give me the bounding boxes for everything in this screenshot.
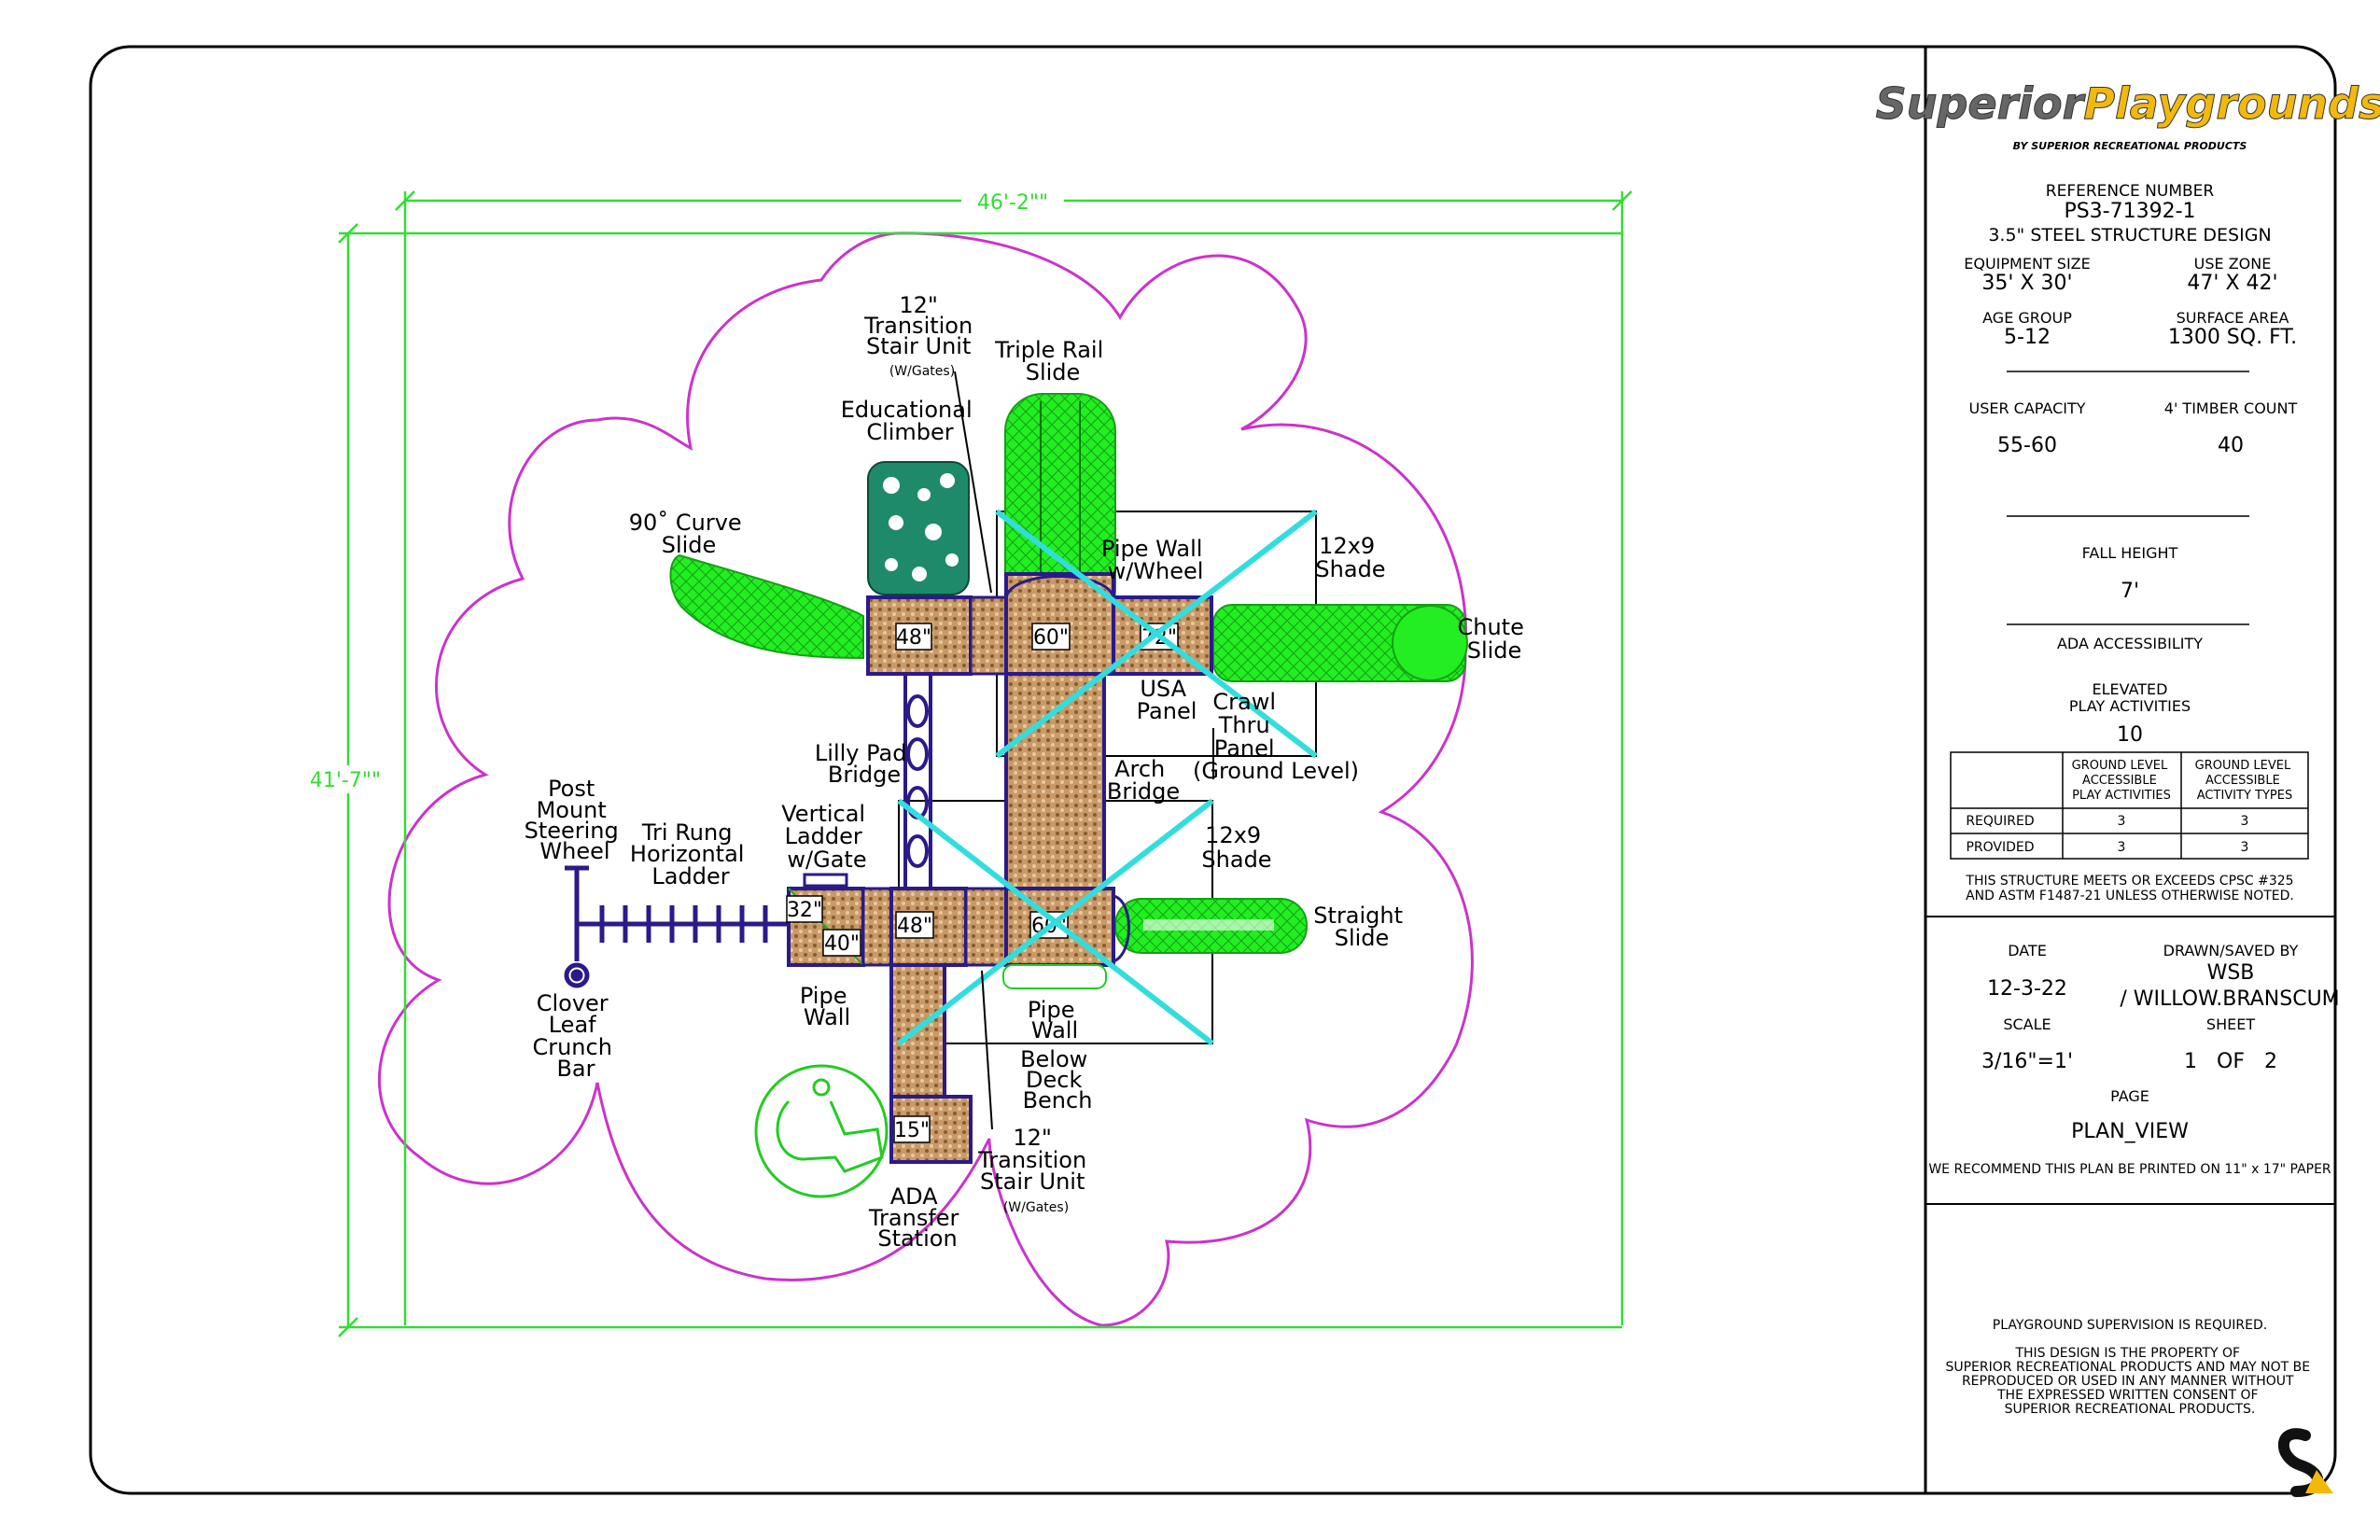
use-zone-value: 47' X 42' xyxy=(2187,272,2277,295)
age-group-label: AGE GROUP xyxy=(1982,309,2072,327)
table-row-provided-label: PROVIDED xyxy=(1966,840,2034,855)
table-row-required-v1: 3 xyxy=(2118,814,2126,829)
logo-text: SuperiorPlaygrounds xyxy=(1876,78,2380,129)
height-dimension-label: 41'-7"" xyxy=(310,769,381,792)
date-value: 12-3-22 xyxy=(1987,977,2067,1001)
cpsc-note-2: AND ASTM F1487-21 UNLESS OTHERWISE NOTED… xyxy=(1966,889,2294,903)
label-ada-transfer: ADA Transfer Station xyxy=(868,1183,966,1252)
table-col2-header: GROUND LEVEL ACCESSIBLE ACTIVITY TYPES xyxy=(2195,759,2295,803)
deck-32-label: 32" xyxy=(787,899,822,922)
scale-value: 3/16"=1' xyxy=(1981,1050,2073,1073)
deck-60-top-label: 60" xyxy=(1033,626,1069,650)
elevated-label-2: PLAY ACTIVITIES xyxy=(2069,697,2191,715)
use-zone-label: USE ZONE xyxy=(2194,255,2272,273)
date-label: DATE xyxy=(2008,942,2047,959)
straight-slide xyxy=(1114,898,1308,954)
drawn-by-label: DRAWN/SAVED BY xyxy=(2163,942,2299,959)
cpsc-note-1: THIS STRUCTURE MEETS OR EXCEEDS CPSC #32… xyxy=(1965,874,2293,889)
label-lilly-pad-bridge: Lilly Pad Bridge xyxy=(815,740,914,788)
label-shade-bottom: 12x9 Shade xyxy=(1201,822,1271,873)
table-row-provided-v1: 3 xyxy=(2118,840,2126,855)
equipment-size-value: 35' X 30' xyxy=(1981,272,2072,295)
sheet-label: SHEET xyxy=(2206,1015,2255,1033)
print-note: WE RECOMMEND THIS PLAN BE PRINTED ON 11"… xyxy=(1928,1162,2331,1177)
deck-15-label: 15" xyxy=(894,1119,930,1142)
label-usa-panel: USA Panel xyxy=(1137,676,1197,724)
deck-40-label: 40" xyxy=(824,932,860,956)
surface-area-label: SURFACE AREA xyxy=(2177,309,2289,327)
scale-label: SCALE xyxy=(2003,1015,2051,1033)
table-row-required-label: REQUIRED xyxy=(1966,814,2034,829)
table-row-required-v2: 3 xyxy=(2241,814,2249,829)
label-clover-leaf: Clover Leaf Crunch Bar xyxy=(532,990,619,1082)
label-post-mount-wheel: Post Mount Steering Wheel xyxy=(525,776,626,864)
page-value: PLAN_VIEW xyxy=(2071,1120,2189,1143)
accessibility-table xyxy=(1950,751,2309,860)
leader-lines xyxy=(954,371,1214,1130)
plan-drawing: 46'-2"" 41'-7"" xyxy=(303,187,1632,1337)
deck-48-top-label: 48" xyxy=(896,626,931,650)
educational-climber xyxy=(867,461,970,595)
label-educational-climber: Educational Climber xyxy=(841,397,980,445)
drawn-by-value-2: / WILLOW.BRANSCUM xyxy=(2120,987,2339,1011)
deck-48-bottom-label: 48" xyxy=(897,915,932,938)
sheet-border xyxy=(89,45,2337,1495)
user-capacity-value: 55-60 xyxy=(1997,434,2057,457)
reference-value: PS3-71392-1 xyxy=(2064,200,2195,223)
property-note: THIS DESIGN IS THE PROPERTY OF SUPERIOR … xyxy=(1945,1346,2314,1417)
label-pipe-wall-wheel: Pipe Wall w/Wheel xyxy=(1101,536,1210,584)
tri-rung-ladder xyxy=(577,905,789,943)
label-below-deck-bench: Below Deck Bench xyxy=(1020,1046,1095,1113)
logo-tagline: BY SUPERIOR RECREATIONAL PRODUCTS xyxy=(2013,140,2247,152)
use-zone-outline xyxy=(378,231,1474,1327)
component-labels: 12" Transition Stair Unit (W/Gates) Trip… xyxy=(525,292,1532,1252)
label-crawl-thru: Crawl Thru Panel (Ground Level) xyxy=(1193,689,1359,784)
sheet-value: 1 OF 2 xyxy=(2184,1050,2277,1073)
arch-bridge xyxy=(1004,672,1106,890)
title-block: SuperiorPlaygrounds BY SUPERIOR RECREATI… xyxy=(1875,78,2380,1497)
age-group-value: 5-12 xyxy=(2004,326,2051,349)
chute-slide xyxy=(1212,604,1468,682)
label-curve-slide: 90˚ Curve Slide xyxy=(629,510,749,558)
ada-accessibility-label: ADA ACCESSIBILITY xyxy=(2057,635,2203,652)
shade-diagonals xyxy=(897,509,1318,1046)
surface-area-value: 1300 SQ. FT. xyxy=(2168,326,2297,349)
label-transition-bottom: 12" Transition Stair Unit (W/Gates) xyxy=(977,1125,1094,1215)
width-dimension-label: 46'-2"" xyxy=(977,191,1048,215)
label-pipe-wall-bottom: Pipe Wall xyxy=(1028,997,1082,1043)
steering-wheel-post xyxy=(564,865,590,988)
label-transition-top: 12" Transition Stair Unit (W/Gates) xyxy=(863,292,980,379)
elevated-label: ELEVATED xyxy=(2093,680,2168,698)
vertical-ladder xyxy=(803,873,848,888)
company-logo: SuperiorPlaygrounds BY SUPERIOR RECREATI… xyxy=(1875,78,2380,153)
fall-height-value: 7' xyxy=(2121,580,2139,603)
page-label: PAGE xyxy=(2110,1087,2149,1105)
label-vertical-ladder: Vertical Ladder w/Gate xyxy=(781,801,872,873)
table-col1-header: GROUND LEVEL ACCESSIBLE PLAY ACTIVITIES xyxy=(2072,759,2172,803)
user-capacity-label: USER CAPACITY xyxy=(1968,399,2085,417)
label-triple-rail-slide: Triple Rail Slide xyxy=(994,337,1111,385)
table-row-provided-v2: 3 xyxy=(2241,840,2249,855)
curve-slide xyxy=(669,553,864,660)
drawn-by-value-1: WSB xyxy=(2207,961,2255,985)
timber-count-label: 4' TIMBER COUNT xyxy=(2164,399,2298,417)
elevated-value: 10 xyxy=(2117,723,2143,747)
label-tri-rung-ladder: Tri Rung Horizontal Ladder xyxy=(630,819,751,889)
label-arch-bridge: Arch Bridge xyxy=(1107,756,1180,805)
equipment-size-label: EQUIPMENT SIZE xyxy=(1964,255,2090,273)
ada-symbol xyxy=(754,1064,889,1198)
supervision-note: PLAYGROUND SUPERVISION IS REQUIRED. xyxy=(1993,1318,2267,1333)
lilly-pad-bridge xyxy=(903,674,932,889)
design-description: 3.5" STEEL STRUCTURE DESIGN xyxy=(1988,225,2271,245)
below-deck-bench xyxy=(1002,964,1107,989)
s-logo-icon xyxy=(2277,1428,2333,1497)
fall-height-label: FALL HEIGHT xyxy=(2082,544,2178,562)
reference-label: REFERENCE NUMBER xyxy=(2046,182,2215,201)
label-shade-top: 12x9 Shade xyxy=(1315,533,1385,582)
label-straight-slide: Straight Slide xyxy=(1313,903,1409,951)
timber-count-value: 40 xyxy=(2218,434,2244,457)
label-chute-slide: Chute Slide xyxy=(1458,614,1532,664)
label-pipe-wall-left: Pipe Wall xyxy=(800,983,854,1030)
